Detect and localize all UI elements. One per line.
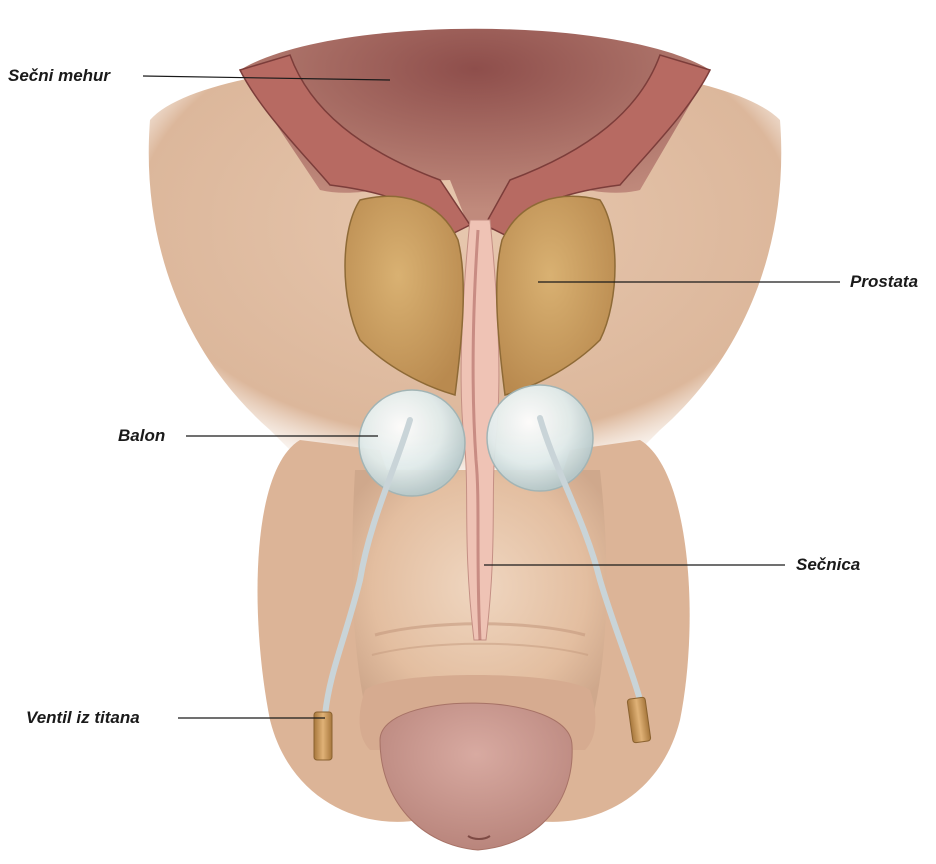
label-valve: Ventil iz titana: [26, 708, 140, 728]
balloon-right: [487, 385, 593, 491]
label-balloon: Balon: [118, 426, 165, 446]
label-urethra: Sečnica: [796, 555, 860, 575]
glans: [380, 703, 572, 850]
balloon-left: [359, 390, 465, 496]
valve-left: [314, 712, 332, 760]
label-prostate: Prostata: [850, 272, 918, 292]
label-bladder: Sečni mehur: [8, 66, 110, 86]
